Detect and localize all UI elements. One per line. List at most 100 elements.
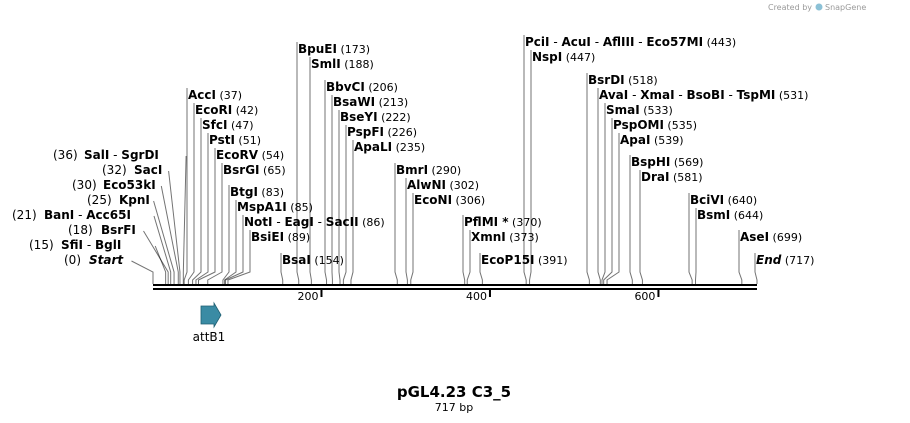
site-bsiei[interactable]: BsiEI (89) [251, 230, 310, 244]
enzyme-name: SalI [84, 148, 109, 162]
site-end[interactable]: End (717) [756, 253, 814, 267]
site-position: (85) [287, 201, 313, 214]
site-saci[interactable]: (32)SacI [102, 163, 162, 177]
site-pflmi[interactable]: PflMI * (370) [464, 215, 542, 229]
site-ecori[interactable]: EcoRI (42) [195, 103, 258, 117]
site-nspi[interactable]: NspI (447) [532, 50, 595, 64]
site-position: (533) [640, 104, 673, 117]
site-bani[interactable]: (21)BanI - Acc65I [12, 208, 131, 222]
site-kpni[interactable]: (25)KpnI [87, 193, 150, 207]
site-alwni[interactable]: AlwNI (302) [407, 178, 479, 192]
site-start[interactable]: (0)Start [64, 253, 124, 267]
site-connector [183, 88, 188, 284]
site-label: BsrGI (65) [223, 163, 286, 177]
site-bsawi[interactable]: BsaWI (213) [333, 95, 408, 109]
site-connector [309, 57, 312, 284]
site-bsrfi[interactable]: (18)BsrFI [68, 223, 136, 237]
axis-tick-label: 400 [466, 290, 487, 303]
site-acci[interactable]: AccI (37) [188, 88, 242, 102]
site-pcii[interactable]: PciI - AcuI - AflIII - Eco57MI (443) [525, 35, 736, 49]
site-position: (30) [72, 178, 97, 192]
site-position: (644) [730, 209, 763, 222]
site-label: AccI (37) [188, 88, 242, 102]
site-label: XmnI (373) [471, 230, 539, 244]
site-connector [606, 133, 620, 284]
map-title: pGL4.23 C3_5 [397, 383, 511, 401]
site-bsrgi[interactable]: BsrGI (65) [223, 163, 286, 177]
site-connector [207, 163, 223, 284]
separator: - [675, 88, 687, 102]
site-sfii[interactable]: (15)SfiI - BglI [29, 238, 121, 252]
site-drai[interactable]: DraI (581) [641, 170, 703, 184]
site-lines [131, 35, 758, 284]
site-sfci[interactable]: SfcI (47) [202, 118, 254, 132]
site-bsphi[interactable]: BspHI (569) [631, 155, 703, 169]
site-connector [143, 230, 169, 284]
enzyme-name: PciI [525, 35, 550, 49]
enzyme-name: TspMI [737, 88, 776, 102]
site-label: End (717) [756, 253, 814, 267]
site-bmri[interactable]: BmrI (290) [396, 163, 461, 177]
site-eco53ki[interactable]: (30) Eco53kI [72, 178, 156, 192]
enzyme-name: SfiI [61, 238, 83, 252]
enzyme-name: BsiEI [251, 230, 284, 244]
site-bsrdi[interactable]: BsrDI (518) [588, 73, 658, 87]
site-connector [222, 185, 230, 284]
site-smli[interactable]: SmlI (188) [311, 57, 374, 71]
site-pspfi[interactable]: PspFI (226) [347, 125, 417, 139]
site-pspomi[interactable]: PspOMI (535) [613, 118, 697, 132]
site-asei[interactable]: AseI (699) [740, 230, 802, 244]
site-label: BciVI (640) [690, 193, 757, 207]
site-position: (173) [337, 43, 370, 56]
site-label: PspOMI (535) [613, 118, 697, 132]
enzyme-name: Eco53kI [103, 178, 156, 192]
enzyme-name: AlwNI [407, 178, 446, 192]
site-label: PspFI (226) [347, 125, 417, 139]
site-smai[interactable]: SmaI (533) [606, 103, 673, 117]
site-position: (222) [378, 111, 411, 124]
site-label: BsrFI [101, 223, 136, 237]
snapgene-logo-icon [815, 3, 823, 11]
site-ecop15i[interactable]: EcoP15I (391) [481, 253, 568, 267]
site-label: EcoP15I (391) [481, 253, 568, 267]
enzyme-name: BsaI [282, 253, 311, 267]
site-xmni[interactable]: XmnI (373) [471, 230, 539, 244]
enzyme-name: SacI [134, 163, 162, 177]
feature-attb1[interactable]: attB1 [193, 301, 226, 344]
site-econi[interactable]: EcoNI (306) [414, 193, 485, 207]
enzyme-name: EcoRV [216, 148, 259, 162]
site-psti[interactable]: PstI (51) [209, 133, 261, 147]
site-label: BseYI (222) [340, 110, 411, 124]
site-connector [629, 155, 633, 284]
site-label: EcoRV (54) [216, 148, 284, 162]
site-mspa1i[interactable]: MspA1I (85) [237, 200, 313, 214]
enzyme-name: AseI [740, 230, 769, 244]
site-apai[interactable]: ApaI (539) [620, 133, 684, 147]
enzyme-name: BtgI [230, 185, 258, 199]
site-labels: (0)Start(15)SfiI - BglI (21)BanI - Acc65I… [12, 35, 814, 267]
enzyme-name: EcoNI [414, 193, 452, 207]
site-connector [160, 185, 179, 284]
site-connector [350, 140, 354, 284]
site-bbvci[interactable]: BbvCI (206) [326, 80, 398, 94]
site-connector [131, 260, 154, 284]
site-bcivi[interactable]: BciVI (640) [690, 193, 757, 207]
site-btgi[interactable]: BtgI (83) [230, 185, 284, 199]
site-bsmi[interactable]: BsmI (644) [697, 208, 763, 222]
site-avai[interactable]: AvaI - XmaI - BsoBI - TspMI (531) [599, 88, 808, 102]
site-ecorv[interactable]: EcoRV (54) [216, 148, 284, 162]
site-noti[interactable]: NotI - EagI - SacII (86) [244, 215, 385, 229]
site-apali[interactable]: ApaLI (235) [354, 140, 425, 154]
site-connector [280, 253, 284, 284]
site-bseyi[interactable]: BseYI (222) [340, 110, 411, 124]
site-bsai[interactable]: BsaI (154) [282, 253, 344, 267]
site-sali[interactable]: (36)SalI - SgrDI [53, 148, 159, 162]
enzyme-name: BsrGI [223, 163, 260, 177]
enzyme-name: AvaI [599, 88, 628, 102]
enzyme-name: SmaI [606, 103, 640, 117]
site-bpuei[interactable]: BpuEI (173) [298, 42, 370, 56]
site-label: SfiI - BglI [61, 238, 121, 252]
site-label: BsaI (154) [282, 253, 344, 267]
site-label: BsiEI (89) [251, 230, 310, 244]
